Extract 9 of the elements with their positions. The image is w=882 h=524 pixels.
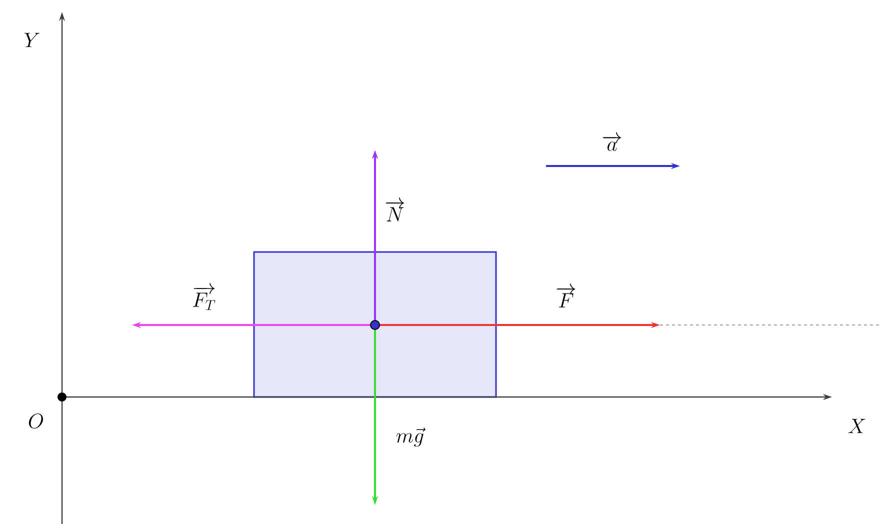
vector-label: $\overrightarrow{a}$ [602,132,622,151]
vector-label: $\overrightarrow{F}$ [556,284,576,308]
vector-label: $\overrightarrow{F_T}$ [193,283,216,310]
axis-label: $O$ [28,414,44,429]
axis-label: $Y$ [24,32,40,48]
axis-label: $X$ [848,418,866,434]
vector-label: $m\vec{g}$ [396,428,426,447]
block [253,251,497,398]
vector-label: $\overrightarrow{N}$ [386,198,404,222]
